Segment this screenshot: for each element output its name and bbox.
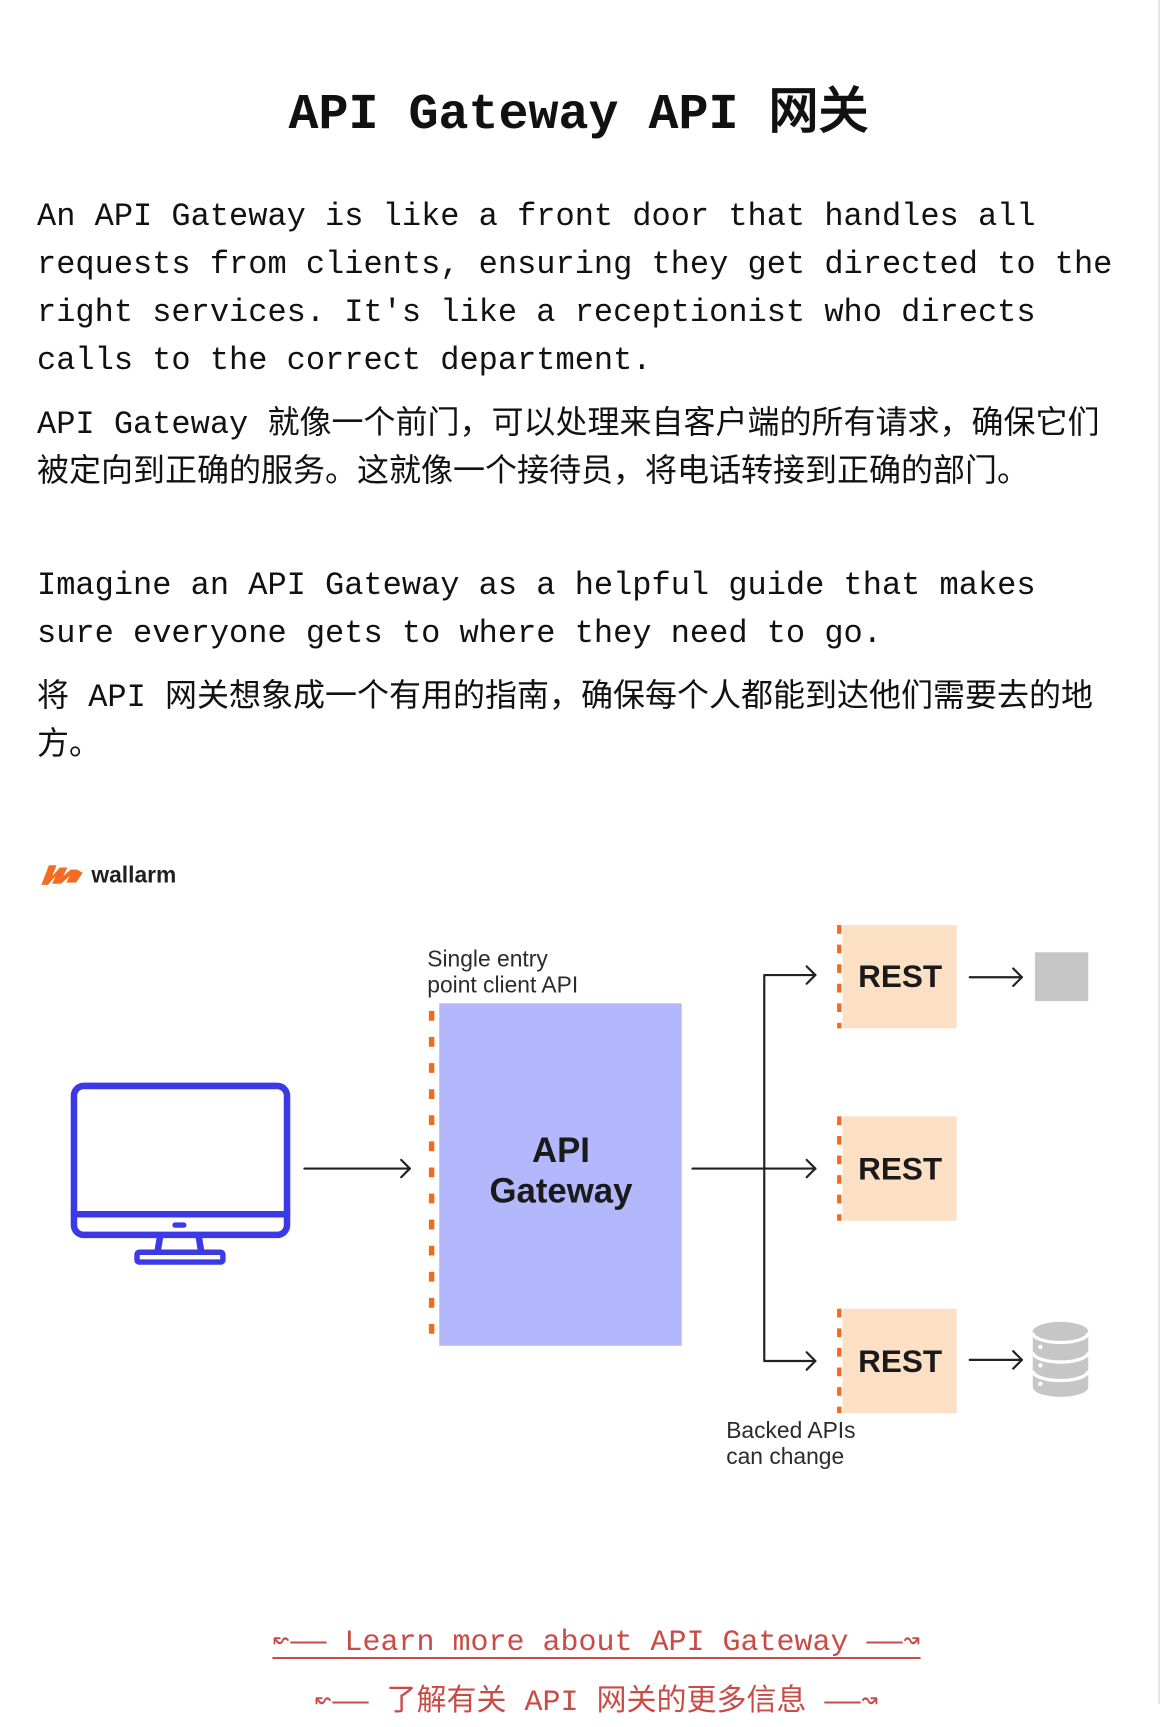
gray-square-icon [1034, 952, 1089, 1002]
intro-paragraph-zh: API Gateway 就像一个前门，可以处理来自客户端的所有请求，确保它们 被… [37, 406, 1100, 491]
gateway-note-line-1: Single entry [427, 945, 548, 971]
rest-service-1: REST [837, 925, 957, 1029]
service-to-resource-arrows [968, 967, 1023, 1370]
learn-more-link[interactable]: ↜—— Learn more about API Gateway ——↝ [272, 1626, 921, 1660]
database-icon [1031, 1321, 1090, 1397]
page-edge-divider [1158, 0, 1160, 1704]
page-title: API Gateway API 网关 [288, 87, 869, 144]
api-gateway-diagram: wallarm Single entry point client API AP… [41, 862, 1090, 1469]
rest-service-label: REST [858, 958, 942, 994]
rest-service-box [842, 925, 957, 1029]
backend-note-line-2: can change [726, 1443, 844, 1469]
learn-more-row-en: ↜—— Learn more about API Gateway ——↝ [0, 1571, 1157, 1667]
api-gateway-label-line-2: Gateway [489, 1172, 633, 1210]
analogy-paragraph-en: Imagine an API Gateway as a helpful guid… [37, 567, 1036, 652]
client-to-gateway-arrow [303, 1158, 411, 1179]
rest-service-label: REST [858, 1343, 942, 1379]
wallarm-logo-text: wallarm [90, 862, 176, 888]
rest-service-3: REST [837, 1308, 957, 1414]
gateway-to-services-arrows [691, 965, 817, 1371]
wallarm-logo: wallarm [41, 862, 176, 888]
rest-service-box [842, 1116, 957, 1221]
gateway-note-line-2: point client API [427, 971, 578, 997]
api-gateway-label-line-1: API [532, 1132, 590, 1170]
learn-more-row-zh: ↜—— 了解有关 API 网关的更多信息 ——↝ [0, 1631, 1157, 1727]
rest-service-label: REST [858, 1150, 942, 1186]
wallarm-logo-icon [41, 865, 83, 885]
analogy-paragraph-zh: 将 API 网关想象成一个有用的指南，确保每个人都能到达他们需要去的地 方。 [37, 679, 1094, 764]
learn-more-link-zh[interactable]: ↜—— 了解有关 API 网关的更多信息 ——↝ [314, 1686, 879, 1720]
api-gateway-box [439, 1003, 682, 1346]
rest-service-box [842, 1308, 957, 1414]
rest-service-2: REST [837, 1116, 957, 1221]
intro-paragraph-en: An API Gateway is like a front door that… [37, 198, 1113, 379]
desktop-monitor-icon [70, 1082, 291, 1265]
backend-note-line-1: Backed APIs [726, 1417, 855, 1443]
